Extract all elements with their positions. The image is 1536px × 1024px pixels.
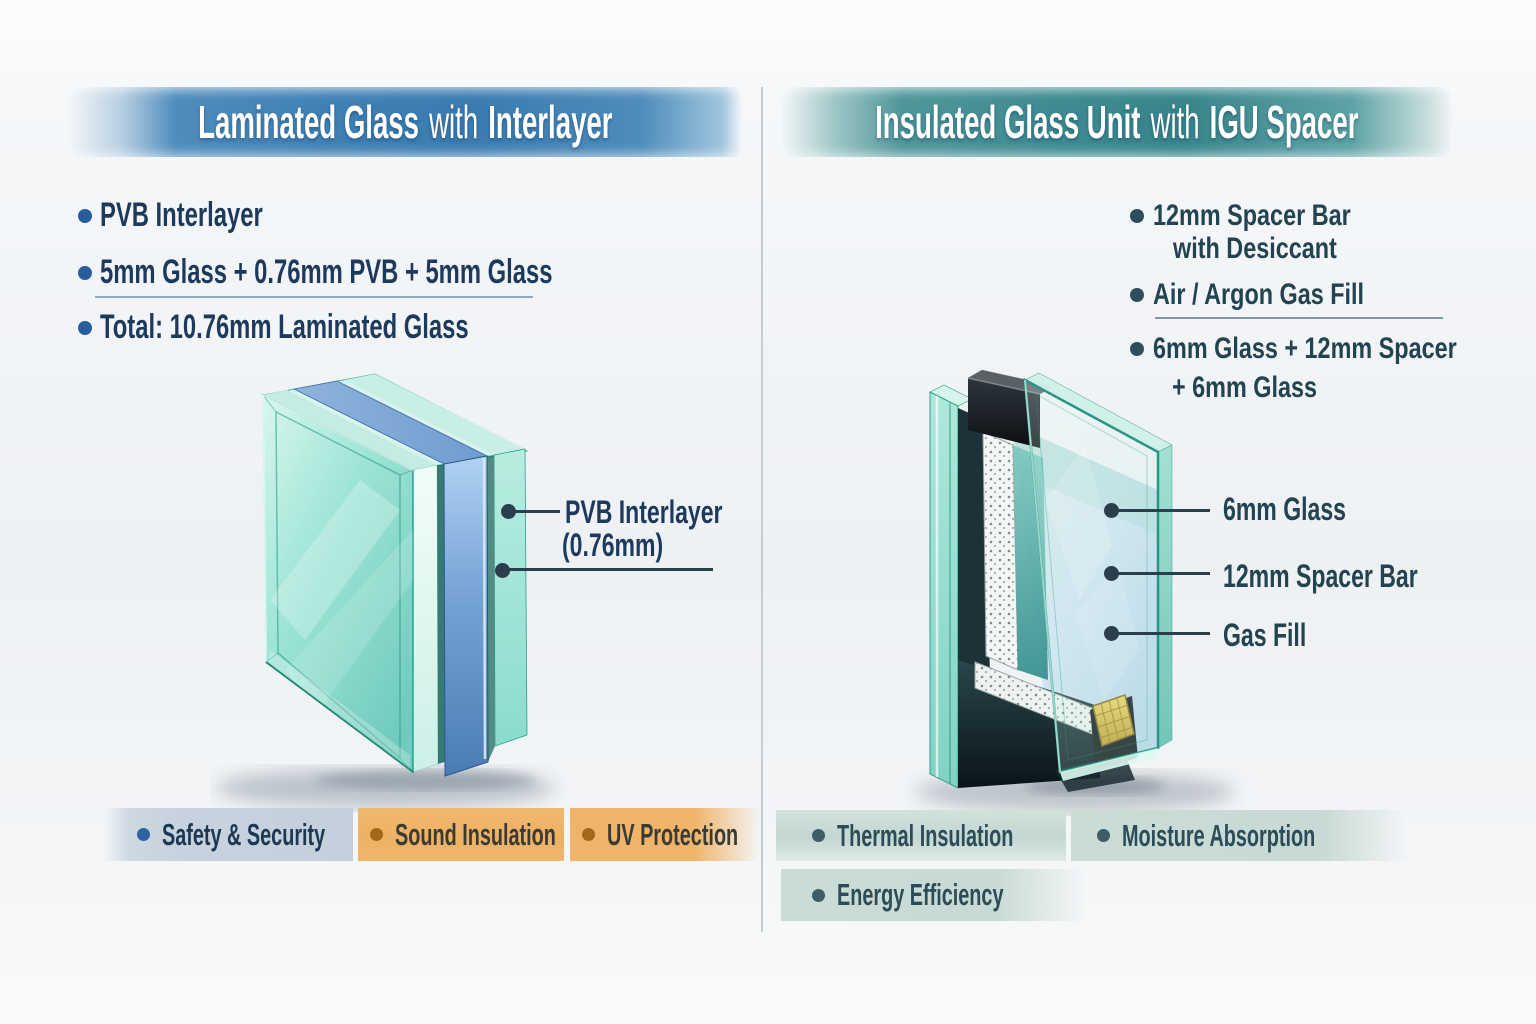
label-gas-fill: Gas Fill — [1223, 617, 1307, 653]
right-underline — [1155, 317, 1443, 319]
front-pane-right-edge — [1157, 444, 1173, 749]
right-bullet-1: 12mm Spacer Bar — [1130, 199, 1406, 233]
leader-dot-pvb-1 — [501, 504, 516, 519]
leader-dot-spacer — [1104, 566, 1119, 581]
pvb-interlayer-slab — [443, 455, 489, 777]
leader-line-glass — [1118, 509, 1210, 512]
bullet-dot — [78, 320, 92, 335]
bullet-dot — [1130, 288, 1144, 302]
badge-safety-security: Safety & Security — [104, 808, 353, 861]
right-bullet-3b: + 6mm Glass — [1172, 371, 1318, 404]
badge-sound-insulation: Sound Insulation — [358, 808, 564, 861]
laminated-glass-illustration — [215, 373, 555, 808]
leader-dot-glass — [1104, 503, 1119, 518]
badge-dot — [812, 829, 825, 842]
right-bullet-1b: with Desiccant — [1173, 232, 1337, 265]
sheen-1 — [1045, 445, 1112, 600]
cavity-channel — [958, 408, 990, 680]
gap-line-2 — [487, 455, 495, 762]
top-pane2 — [344, 374, 525, 455]
right-bullet-2: Air / Argon Gas Fill — [1130, 278, 1424, 312]
bullet-dot — [1130, 209, 1144, 223]
leader-dot-pvb-2 — [495, 563, 510, 578]
leader-line-gas — [1118, 632, 1210, 635]
pvb-highlight — [482, 457, 487, 760]
back-pane-edge — [493, 448, 528, 747]
leader-dot-gas — [1104, 626, 1119, 641]
bottom-reflection — [268, 650, 410, 772]
shadow-dark — [315, 770, 535, 790]
panel-divider — [761, 87, 763, 932]
right-title: Insulated Glass Unit with IGU Spacer — [875, 96, 1359, 148]
right-header-band: Insulated Glass Unit with IGU Spacer — [781, 87, 1453, 157]
label-6mm-glass: 6mm Glass — [1223, 491, 1346, 527]
leader-line-pvb-1 — [514, 510, 560, 513]
left-bullet-1: PVB Interlayer — [78, 196, 332, 235]
badge-dot — [370, 828, 383, 841]
badge-thermal-insulation: Thermal Insulation — [776, 810, 1066, 861]
callout-pvb-line1: PVB Interlayer — [565, 494, 723, 530]
sheen-2 — [285, 530, 413, 710]
gap-line-1 — [437, 464, 445, 764]
bottom-edge — [1060, 748, 1158, 781]
front-bevel — [1035, 393, 1148, 761]
badge-dot — [137, 828, 150, 841]
label-12mm-spacer: 12mm Spacer Bar — [1223, 558, 1418, 594]
pane1-edge — [412, 464, 439, 773]
left-underline — [95, 296, 533, 298]
badge-energy-efficiency: Energy Efficiency — [781, 869, 1086, 921]
bullet-dot — [78, 208, 92, 223]
bullet-dot — [1130, 342, 1144, 356]
leader-line-spacer — [1118, 572, 1210, 575]
back-glass-pane — [929, 391, 959, 789]
badge-moisture-absorption: Moisture Absorption — [1071, 810, 1407, 861]
sheen-1 — [270, 480, 400, 640]
badge-dot — [582, 828, 595, 841]
top-pane1 — [263, 390, 437, 470]
left-header-band: Laminated Glass with Interlayer — [68, 87, 742, 157]
leader-line-pvb-2 — [509, 568, 713, 571]
badge-dot — [812, 888, 825, 902]
bullet-dot — [78, 265, 92, 280]
badge-dot — [1097, 829, 1110, 842]
left-bullet-3: Total: 10.76mm Laminated Glass — [78, 308, 627, 347]
left-title: Laminated Glass with Interlayer — [197, 96, 613, 148]
desiccant-dots — [983, 432, 1018, 670]
callout-pvb-line2: (0.76mm) — [562, 527, 664, 563]
left-bullet-2: 5mm Glass + 0.76mm PVB + 5mm Glass — [78, 253, 746, 292]
right-bullet-3: 6mm Glass + 12mm Spacer — [1130, 332, 1536, 366]
top-spacer-front — [968, 378, 1040, 448]
badge-uv-protection: UV Protection — [570, 808, 760, 861]
